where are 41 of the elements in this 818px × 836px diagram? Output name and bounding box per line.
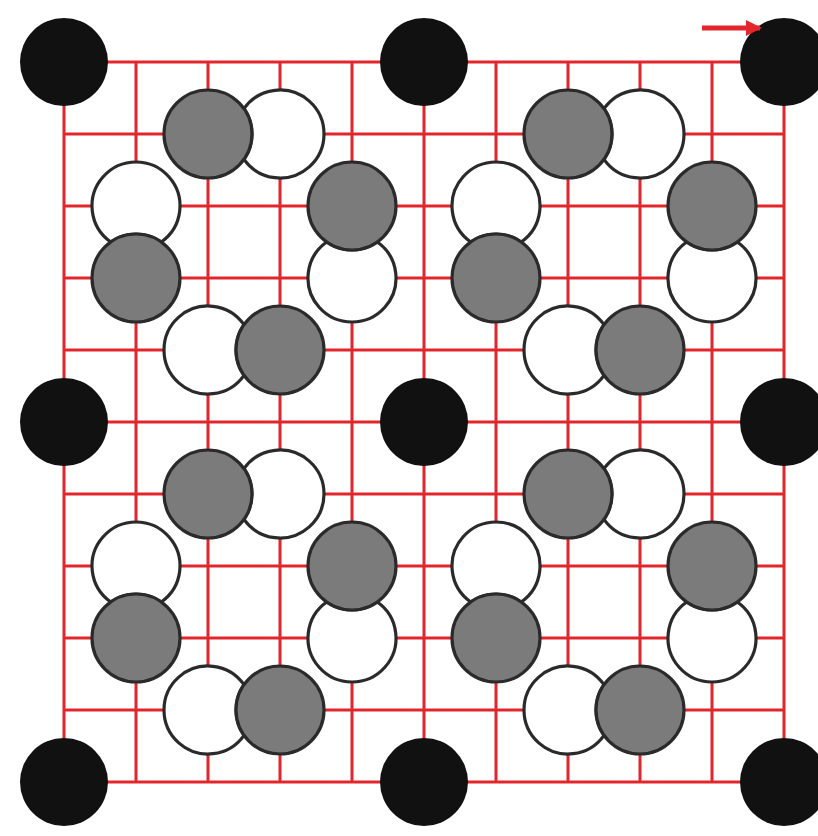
shaded-particle — [594, 664, 686, 756]
shaded-particle — [450, 232, 542, 324]
shaded-particle — [306, 520, 398, 612]
hollow-particle — [450, 160, 542, 244]
lattice-site — [380, 18, 468, 106]
shaded-particle — [666, 520, 758, 612]
shaded-particle — [522, 448, 614, 540]
lattice-site — [380, 738, 468, 826]
hollow-particle — [602, 448, 686, 540]
shaded-particle — [306, 160, 398, 252]
shaded-particle — [234, 304, 326, 396]
hollow-particle — [450, 520, 542, 604]
hollow-particle — [162, 664, 246, 756]
shaded-particle — [450, 592, 542, 684]
shaded-particle — [234, 664, 326, 756]
hollow-particle — [242, 448, 326, 540]
hollow-particle — [306, 600, 398, 684]
lattice-site — [20, 18, 108, 106]
hollow-particle — [162, 304, 246, 396]
shaded-particle — [162, 88, 254, 180]
lattice-site — [380, 378, 468, 466]
hollow-particle — [242, 88, 326, 180]
hollow-particle — [666, 600, 758, 684]
shaded-particle — [522, 88, 614, 180]
hollow-particle — [522, 664, 606, 756]
lattice-site — [740, 738, 818, 826]
hollow-particle — [666, 240, 758, 324]
hollow-particle — [522, 304, 606, 396]
shaded-particle — [666, 160, 758, 252]
shaded-particle — [90, 232, 182, 324]
shaded-particle — [90, 592, 182, 684]
hollow-particle — [602, 88, 686, 180]
lattice-site — [740, 18, 818, 106]
hollow-particle — [306, 240, 398, 324]
hollow-particle — [90, 160, 182, 244]
shaded-particle — [162, 448, 254, 540]
lattice-site — [740, 378, 818, 466]
lattice-site — [20, 738, 108, 826]
shaded-particle — [594, 304, 686, 396]
hollow-particle — [90, 520, 182, 604]
lattice-site — [20, 378, 108, 466]
